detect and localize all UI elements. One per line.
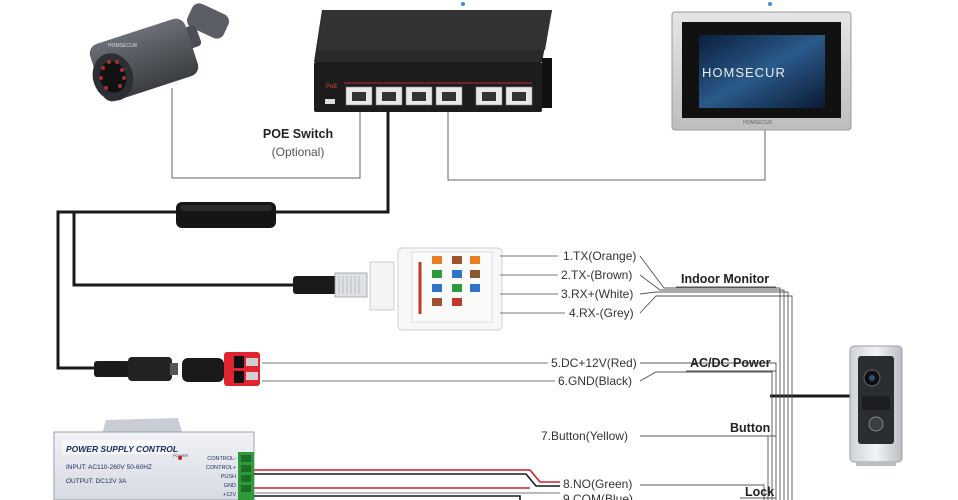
psu-terminal-5: +12V xyxy=(223,492,236,498)
indoor-monitor xyxy=(671,11,852,131)
network-links xyxy=(171,88,766,181)
group-button: Button xyxy=(730,421,771,435)
label-rx-pos: 3.RX+(White) xyxy=(561,287,634,301)
monitor-screen xyxy=(699,35,825,108)
poe-switch xyxy=(314,10,552,112)
bundle-wires xyxy=(639,255,793,500)
injector-to-dc-cable xyxy=(56,210,183,370)
psu-input: INPUT: AC110-260V 50-60HZ xyxy=(66,464,152,471)
psu-output: OUTPUT: DC12V 3A xyxy=(66,478,127,485)
label-tx-pos: 1.TX(Orange) xyxy=(563,249,637,263)
switch-logo: PoE xyxy=(326,84,338,90)
rj45-plug xyxy=(293,272,368,298)
group-indoor-monitor: Indoor Monitor xyxy=(681,272,770,286)
power-led-icon xyxy=(178,456,182,460)
bullet-camera xyxy=(89,3,229,102)
label-dc-pos: 5.DC+12V(Red) xyxy=(551,356,637,370)
dc-female-terminal xyxy=(182,352,260,386)
group-underlines xyxy=(676,286,776,499)
marker-dot xyxy=(461,2,465,6)
label-tx-neg: 2.TX-(Brown) xyxy=(561,268,633,282)
switch-to-injector-cable xyxy=(272,110,390,214)
group-lock: Lock xyxy=(745,485,775,499)
monitor-bezel-brand: HOMSECUR xyxy=(743,120,773,126)
group-power: AC/DC Power xyxy=(690,356,771,370)
poe-injector xyxy=(176,202,276,228)
keystone-jack xyxy=(369,247,503,331)
label-leaders xyxy=(255,255,565,494)
label-no: 8.NO(Green) xyxy=(563,477,633,491)
outdoor-doorbell-panel xyxy=(849,345,903,466)
switch-subtitle: (Optional) xyxy=(271,145,325,159)
psu-power-led-label: POWER xyxy=(173,453,189,458)
psu-terminal-3: PUSH xyxy=(220,474,236,480)
psu-terminal-1: CONTROL- xyxy=(207,456,236,462)
psu-title: POWER SUPPLY CONTROL xyxy=(66,444,179,454)
switch-title: POE Switch xyxy=(262,127,334,141)
power-supply-box xyxy=(53,418,255,500)
psu-terminal-4: GND xyxy=(223,483,236,489)
camera-brand: HOMSECUR xyxy=(108,43,138,49)
psu-output-wires xyxy=(254,469,560,500)
dc-barrel-plug xyxy=(94,357,178,381)
label-gnd: 6.GND(Black) xyxy=(558,374,633,388)
monitor-link-line xyxy=(447,110,766,181)
injector-to-rj45-cable xyxy=(72,212,295,287)
camera-link-line xyxy=(171,88,361,179)
monitor-screen-brand: HOMSECUR xyxy=(702,65,786,80)
marker-dot xyxy=(768,2,772,6)
psu-terminal-2: CONTROL+ xyxy=(205,465,236,471)
label-button: 7.Button(Yellow) xyxy=(541,429,628,443)
label-com: 9.COM(Blue) xyxy=(563,492,634,500)
label-rx-neg: 4.RX-(Grey) xyxy=(569,306,634,320)
